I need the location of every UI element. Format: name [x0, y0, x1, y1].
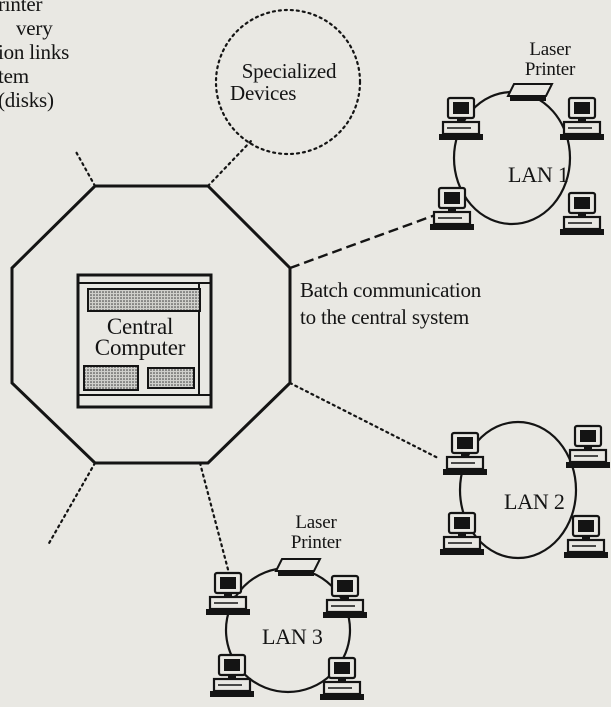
left-note-text: disks): [4, 88, 54, 112]
batch-line1: Batch communication: [300, 278, 482, 302]
storage-unit-bottom-left: [83, 365, 139, 391]
workstation-icon: [437, 96, 485, 142]
lan3-label: LAN 3: [262, 624, 323, 649]
lan1-printer-label: Laser Printer: [510, 40, 590, 80]
specialized-line2: Devices: [230, 81, 297, 105]
central-computer-label: Central Computer: [80, 314, 200, 360]
lan1-network: [428, 83, 606, 237]
lan3-network: [204, 558, 369, 702]
left-note-line: very: [16, 16, 53, 40]
batch-line2: to the central system: [300, 305, 469, 329]
left-note-line: rinter: [0, 0, 43, 16]
workstation-icon: [438, 511, 486, 557]
link-upper-left: [73, 148, 97, 188]
workstation-icon: [558, 191, 606, 237]
lan3-printer-line1: Laser: [295, 512, 337, 533]
specialized-devices-circle: [214, 8, 362, 156]
link-specialized-devices: [206, 138, 254, 188]
central-line1: Central: [106, 314, 174, 339]
central-line2: Computer: [94, 335, 186, 360]
laser-printer-icon: [507, 83, 553, 102]
link-lan2: [288, 381, 440, 460]
link-lan1-batch: [289, 212, 439, 270]
lan2-network: [438, 420, 611, 560]
storage-unit-top: [87, 288, 201, 312]
connection-lines: [46, 8, 440, 602]
central-system-octagon: [10, 184, 292, 465]
batch-communication-label: Batch communication to the central syste…: [300, 277, 481, 331]
lan1-printer-line2: Printer: [524, 59, 576, 80]
left-note-line: (disks): [0, 88, 69, 112]
workstation-icon: [204, 571, 252, 617]
workstation-icon: [321, 574, 369, 620]
lan1-label: LAN 1: [508, 162, 569, 187]
central-computer-box: [76, 273, 213, 409]
left-note-line: tem: [0, 64, 29, 88]
link-lower-left: [46, 461, 97, 547]
left-note-line: ion links: [0, 40, 70, 64]
workstation-icon: [562, 514, 610, 560]
lan2-ring: [458, 420, 578, 560]
lan1-printer-line1: Laser: [529, 39, 571, 60]
specialized-line1: Specialized: [241, 59, 337, 83]
link-lan3: [198, 461, 238, 602]
laser-printer-icon: [275, 558, 321, 577]
left-notes: rinter very ion links tem (disks): [0, 0, 69, 112]
lan3-printer-line2: Printer: [290, 532, 342, 553]
workstation-icon: [428, 186, 476, 232]
lan3-printer-label: Laser Printer: [266, 513, 366, 553]
workstation-icon: [564, 424, 611, 470]
specialized-devices-label: Specialized Devices: [222, 60, 356, 104]
storage-unit-bottom-right: [147, 367, 195, 389]
lan2-label: LAN 2: [504, 489, 565, 514]
workstation-icon: [558, 96, 606, 142]
